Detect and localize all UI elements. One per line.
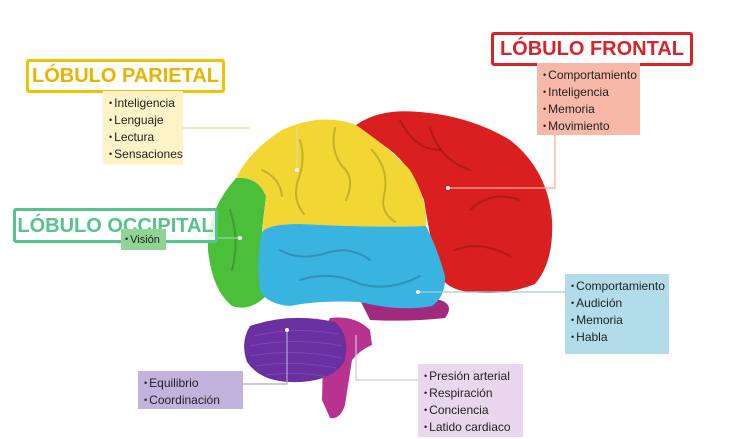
function-item: Lenguaje bbox=[109, 112, 177, 129]
function-item: Comportamiento bbox=[571, 278, 663, 295]
brainstem-functions-box: Presión arterial Respiración Conciencia … bbox=[418, 364, 523, 437]
function-item: Latido cardiaco bbox=[424, 419, 517, 436]
temporal-functions-box: Comportamiento Audición Memoria Habla bbox=[565, 274, 669, 354]
function-item: Equilibrio bbox=[144, 375, 237, 392]
frontal-lobe-title: LÓBULO FRONTAL bbox=[491, 32, 693, 66]
occipital-lobe bbox=[208, 178, 266, 308]
function-item: Coordinación bbox=[144, 392, 237, 409]
function-item: Memoria bbox=[571, 312, 663, 329]
function-item: Inteligencia bbox=[109, 95, 177, 112]
function-item: Conciencia bbox=[424, 402, 517, 419]
function-item: Sensaciones bbox=[109, 146, 177, 163]
parietal-lobe-title: LÓBULO PARIETAL bbox=[26, 59, 225, 93]
function-item: Memoria bbox=[543, 101, 634, 118]
function-item: Audición bbox=[571, 295, 663, 312]
temporal-lobe bbox=[258, 224, 445, 308]
function-item: Movimiento bbox=[543, 118, 634, 135]
frontal-functions-box: Comportamiento Inteligencia Memoria Movi… bbox=[537, 63, 640, 135]
function-item: Visión bbox=[125, 231, 162, 249]
cerebellum bbox=[244, 318, 346, 382]
function-item: Inteligencia bbox=[543, 84, 634, 101]
parietal-functions-box: Inteligencia Lenguaje Lectura Sensacione… bbox=[103, 91, 183, 165]
cerebellum-functions-box: Equilibrio Coordinación bbox=[138, 371, 243, 409]
function-item: Respiración bbox=[424, 385, 517, 402]
occipital-functions-box: Visión bbox=[121, 229, 166, 250]
function-item: Lectura bbox=[109, 129, 177, 146]
function-item: Presión arterial bbox=[424, 368, 517, 385]
occipital-lobe-title: LÓBULO OCCIPITAL bbox=[13, 208, 218, 243]
function-item: Habla bbox=[571, 329, 663, 346]
function-item: Comportamiento bbox=[543, 67, 634, 84]
